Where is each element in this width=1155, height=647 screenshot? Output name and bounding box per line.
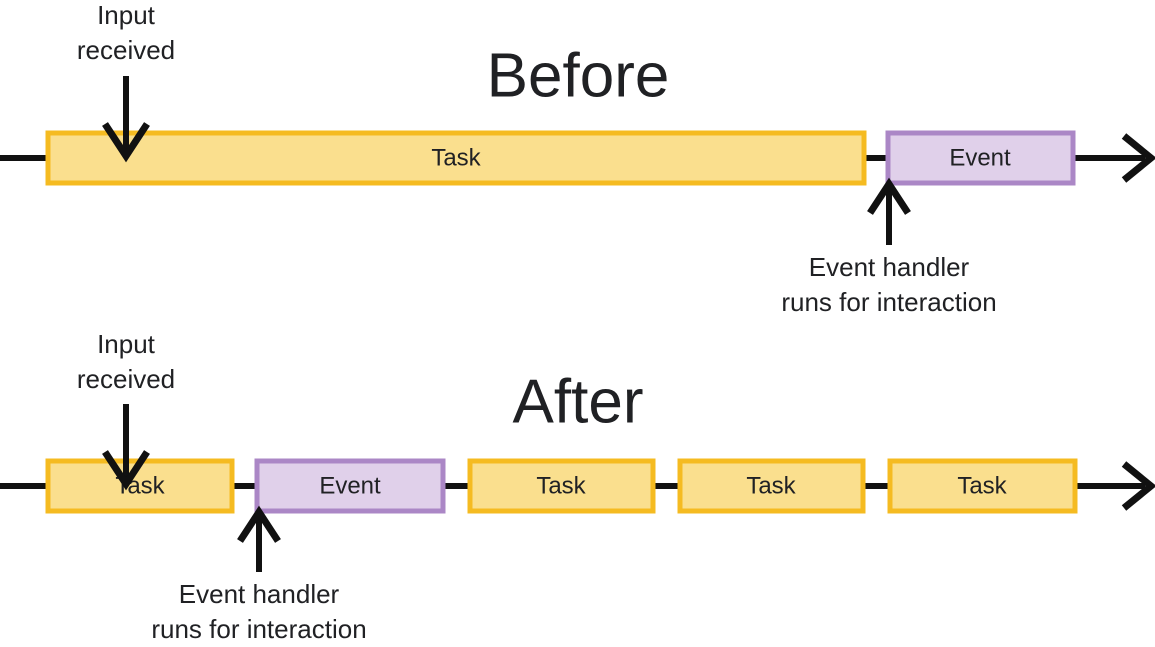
after-task-label-4: Task [957,472,1007,499]
after-task-block-2[interactable] [467,458,656,514]
after-section: After Task Event Task Task Task [0,329,1155,644]
after-input-label-line2: received [77,364,175,394]
after-task-label-2: Task [536,472,586,499]
before-timeline-arrow-icon [1121,133,1155,183]
before-event-handler-annotation: Event handler runs for interaction [781,177,997,317]
after-task-block-3[interactable] [677,458,866,514]
after-event-label: Event [319,472,381,499]
before-section: Before Task Event Input received [0,0,1155,317]
after-event-handler-annotation: Event handler runs for interaction [151,505,367,644]
before-handler-label-line2: runs for interaction [781,287,996,317]
after-timeline-arrow-icon [1121,461,1155,511]
before-input-label-line1: Input [97,0,156,30]
before-task-label: Task [431,144,481,171]
after-input-arrow-icon [102,450,150,491]
after-task-label-3: Task [746,472,796,499]
after-handler-label-line2: runs for interaction [151,614,366,644]
before-task-block[interactable] [45,130,867,186]
after-task-block-4[interactable] [887,458,1078,514]
before-handler-label-line1: Event handler [809,252,970,282]
after-input-label-line1: Input [97,329,156,359]
after-handler-label-line1: Event handler [179,579,340,609]
after-input-received-annotation: Input received [77,329,175,491]
before-input-received-annotation: Input received [77,0,175,163]
before-handler-arrow-icon [867,177,911,215]
after-title: After [513,367,644,436]
after-handler-arrow-icon [237,505,281,543]
before-event-block[interactable] [885,130,1076,186]
before-event-label: Event [949,144,1011,171]
before-input-arrow-icon [102,122,150,163]
before-title: Before [487,41,670,110]
after-event-block[interactable] [254,458,446,514]
before-input-label-line2: received [77,35,175,65]
